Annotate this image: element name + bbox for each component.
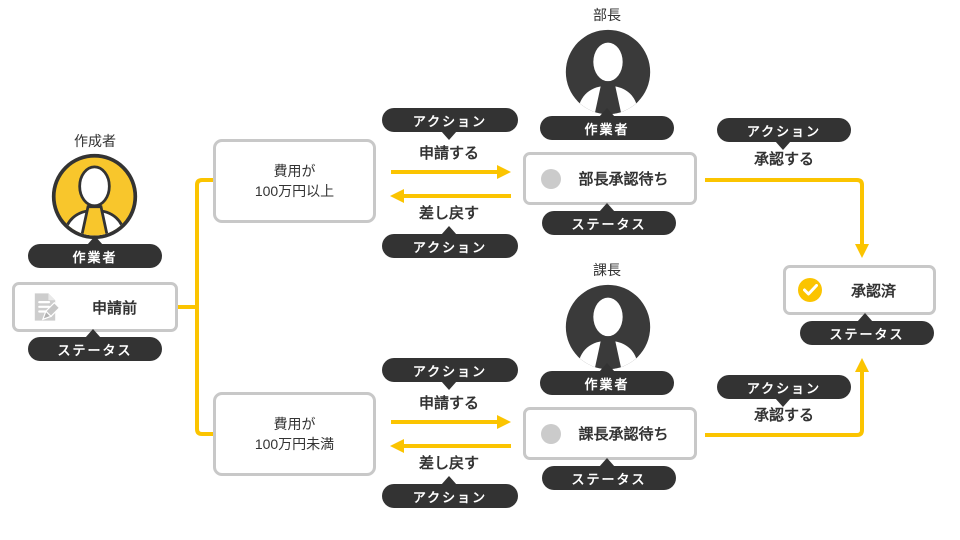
approve-path-bottom	[705, 371, 864, 437]
action-pill-submit-bottom: アクション	[382, 358, 518, 382]
document-edit-icon	[34, 293, 61, 321]
person-icon	[51, 153, 138, 240]
role-pointer	[87, 236, 103, 245]
branch-connector	[178, 178, 213, 436]
status-pointer	[857, 313, 873, 322]
action-pointer	[775, 398, 791, 407]
action-pill-return-top: アクション	[382, 234, 518, 258]
return-arrowhead-bottom	[390, 439, 404, 453]
approver-title-kacho: 課長	[593, 262, 621, 278]
action-pill-submit-top: アクション	[382, 108, 518, 132]
approver-avatar-bucho	[564, 28, 652, 121]
action-pill-approve-bottom: アクション	[717, 375, 851, 399]
submit-action-label: 申請する	[418, 145, 479, 162]
approve-path-top	[705, 178, 864, 245]
submit-arrowhead-bottom	[497, 415, 511, 429]
condition-box-over-1m: 費用が 100万円以上	[213, 139, 376, 223]
status-box-bucho-pending: 部長承認待ち	[523, 152, 697, 205]
creator-title: 作成者	[74, 133, 116, 149]
status-box-kacho-pending: 課長承認待ち	[523, 407, 697, 460]
approver-role-pill: 作業者	[540, 371, 674, 395]
approver-avatar-kacho	[564, 283, 652, 376]
approver-status-pill: ステータス	[542, 211, 676, 235]
status-label: 申請前	[91, 299, 137, 317]
status-pointer	[599, 203, 615, 212]
action-pointer	[441, 131, 457, 140]
return-arrowhead-top	[390, 189, 404, 203]
condition-line1: 費用が	[273, 162, 316, 179]
status-box-before-apply: 申請前	[12, 282, 178, 332]
status-pointer	[85, 329, 101, 338]
condition-line1: 費用が	[273, 415, 316, 432]
approver-role-pill: 作業者	[540, 116, 674, 140]
pending-dot-icon	[541, 168, 561, 189]
status-label: 承認済	[850, 282, 896, 300]
approver-status-pill: ステータス	[542, 466, 676, 490]
approve-action-label: 承認する	[753, 407, 814, 424]
check-circle-icon	[798, 278, 822, 302]
status-label: 部長承認待ち	[578, 171, 669, 188]
creator-avatar	[50, 152, 139, 246]
status-pointer	[599, 458, 615, 467]
submit-action-label: 申請する	[418, 395, 479, 412]
approve-arrowhead-bottom	[855, 358, 869, 372]
status-box-approved: 承認済	[783, 265, 936, 315]
approve-action-label: 承認する	[753, 151, 814, 168]
approve-arrowhead-top	[855, 244, 869, 258]
role-pointer	[599, 363, 615, 372]
person-icon	[565, 29, 651, 115]
action-pointer	[775, 141, 791, 150]
return-action-label: 差し戻す	[418, 455, 479, 472]
action-pointer	[441, 476, 457, 485]
person-icon	[565, 284, 651, 370]
condition-box-under-1m: 費用が 100万円未満	[213, 392, 376, 476]
condition-line2: 100万円未満	[254, 436, 335, 452]
return-action-label: 差し戻す	[418, 205, 479, 222]
condition-line2: 100万円以上	[254, 183, 335, 199]
pending-dot-icon	[541, 423, 561, 444]
action-pill-approve-top: アクション	[717, 118, 851, 142]
result-status-pill: ステータス	[800, 321, 934, 345]
status-label: 課長承認待ち	[578, 426, 669, 443]
creator-role-pill: 作業者	[28, 244, 162, 268]
action-pointer	[441, 226, 457, 235]
submit-arrowhead-top	[497, 165, 511, 179]
approver-title-bucho: 部長	[593, 7, 621, 23]
action-pointer	[441, 381, 457, 390]
action-pill-return-bottom: アクション	[382, 484, 518, 508]
role-pointer	[599, 108, 615, 117]
creator-status-pill: ステータス	[28, 337, 162, 361]
